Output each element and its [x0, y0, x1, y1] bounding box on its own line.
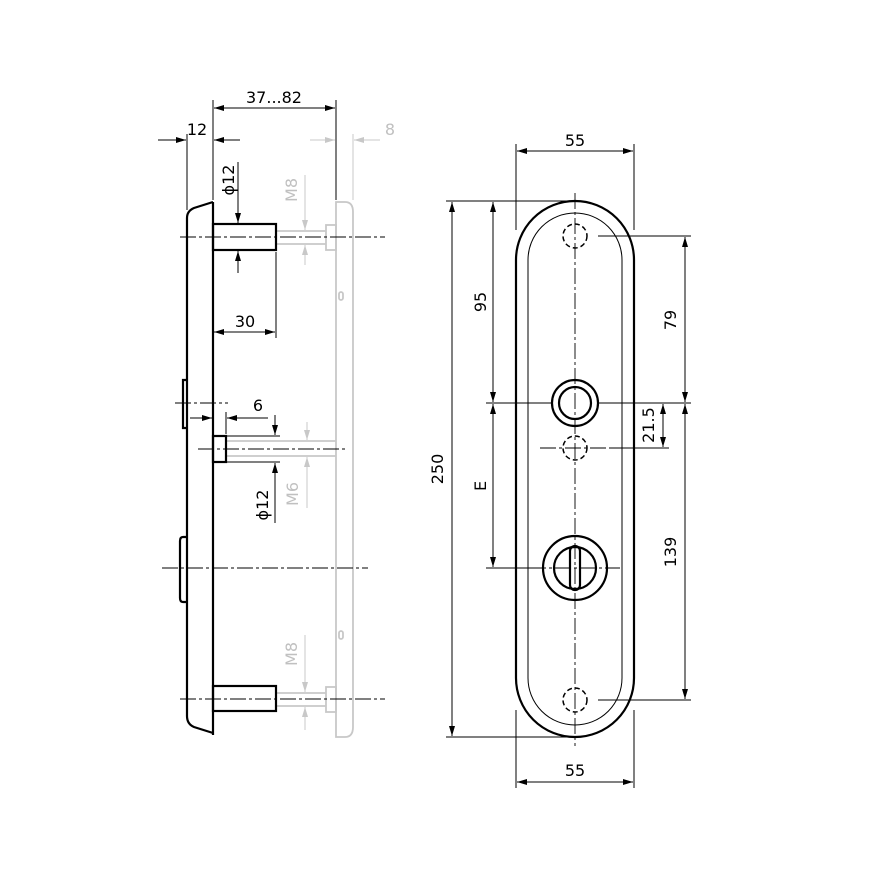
spindle-bottom: [211, 684, 278, 713]
fixing-hole-top: [562, 223, 588, 249]
dim-stub-length: 6: [253, 396, 263, 415]
dim-offset: 21.5: [639, 407, 658, 443]
side-dimensions: 37...82 12 8 ϕ12 M8 30 6: [158, 88, 395, 730]
dim-width-top: 55: [565, 131, 585, 150]
dim-thread-top: M8: [282, 178, 301, 202]
dim-height: 250: [428, 454, 447, 485]
front-view: 55 55 250 95 E 79 21.5 139: [428, 131, 691, 788]
handle-rose-inner: [557, 385, 593, 421]
dim-thread-bottom: M8: [282, 642, 301, 666]
dim-handle-to-bottom-hole: 139: [661, 537, 680, 568]
side-view: 37...82 12 8 ϕ12 M8 30 6: [158, 88, 395, 738]
centerlines: [162, 236, 385, 700]
front-dimensions: 55 55 250 95 E 79 21.5 139: [428, 131, 691, 788]
dim-spindle-diameter-top: ϕ12: [219, 165, 238, 196]
dim-spindle-length: 30: [235, 312, 255, 331]
dim-plate-thickness: 12: [187, 120, 207, 139]
fixing-hole-bottom: [562, 687, 588, 713]
backplate-profile: [178, 200, 278, 735]
dim-top-to-handle: 95: [471, 292, 490, 312]
dim-width-bottom: 55: [565, 761, 585, 780]
dim-overall-depth: 37...82: [246, 88, 302, 107]
dim-distance-e: E: [471, 481, 490, 491]
dim-hole-to-handle: 79: [661, 310, 680, 330]
dim-stub-diameter: ϕ12: [253, 490, 272, 521]
door-outline: [226, 201, 354, 738]
dim-thread-middle: M6: [283, 482, 302, 506]
dim-door-thickness: 8: [385, 120, 395, 139]
